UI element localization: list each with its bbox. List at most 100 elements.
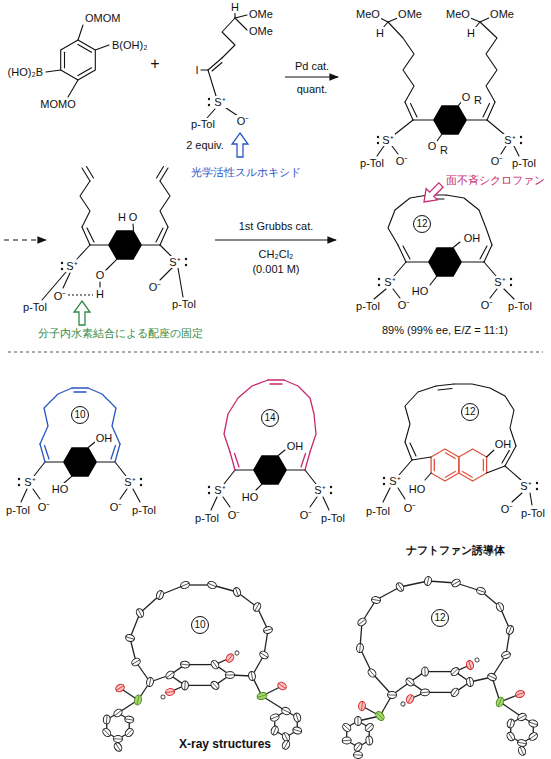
ring-size-circle: 12 [461, 403, 479, 421]
thermal-ellipsoid [506, 718, 515, 728]
hollow-arrow [232, 133, 248, 157]
thermal-ellipsoid [365, 736, 373, 746]
coupling-product [377, 17, 519, 156]
atom-label: MeO [445, 8, 471, 21]
atom-label: B(OH)₂ [111, 39, 148, 52]
reaction-condition: CH₂Cl₂ [258, 248, 295, 261]
atom-label: OH [463, 232, 482, 245]
thermal-ellipsoid [450, 578, 461, 588]
plus-sign: + [149, 55, 160, 73]
thermal-ellipsoid [234, 650, 240, 656]
atom-label: O⁻ [148, 281, 163, 294]
thermal-ellipsoid [528, 719, 539, 728]
atom-label: S⁺ [519, 480, 532, 493]
ring-size-number: 10 [74, 410, 85, 420]
thermal-ellipsoid [353, 751, 362, 758]
thermal-ellipsoid [486, 672, 497, 682]
reaction-condition: 2 equiv. [185, 139, 225, 152]
atom-label: S⁺ [383, 276, 396, 289]
ring-size-number: 14 [264, 413, 275, 423]
thermal-ellipsoid [281, 739, 291, 750]
multistep-arrow [4, 239, 46, 240]
thermal-ellipsoid [155, 590, 164, 601]
thermal-ellipsoid [528, 731, 539, 742]
reaction-condition: 89% (99% ee, E/Z = 11:1) [381, 324, 509, 337]
atom-label: S⁺ [313, 484, 326, 497]
reaction-arrow [285, 76, 338, 77]
atom-label: p-Tol [320, 512, 346, 525]
atom-label: HO [51, 483, 70, 496]
ring-size-circle: 12 [431, 609, 449, 627]
atom-label: O⁻ [109, 501, 124, 514]
atom-label: O⁻ [37, 501, 52, 514]
reaction-arrow [215, 239, 336, 240]
thermal-ellipsoid [125, 633, 136, 642]
cyclophane-14 [211, 450, 329, 510]
atom-label: O⁻ [480, 299, 495, 312]
annotation-label: 分子内水素結合による配座の固定 [37, 327, 204, 341]
reaction-condition: (0.001 M) [251, 263, 300, 276]
hollow-arrow [418, 179, 446, 207]
atom-label: OH [286, 440, 305, 453]
atom-label: S⁺ [65, 260, 78, 273]
thermal-ellipsoid [424, 576, 433, 586]
ring-size-number: 10 [194, 620, 205, 630]
thermal-ellipsoid [495, 601, 505, 612]
atom-label: p-Tol [131, 504, 157, 517]
thermal-ellipsoid [164, 670, 175, 681]
thermal-ellipsoid [449, 666, 460, 677]
atom-label: O⁻ [395, 155, 410, 168]
atom-label: p-Tol [190, 118, 216, 131]
atom-label: S⁺ [493, 276, 506, 289]
thermal-ellipsoid [248, 671, 256, 681]
ring-size-circle: 10 [71, 406, 89, 424]
xray-bond [400, 581, 428, 587]
atom-label: p-Tol [171, 298, 197, 311]
thermal-ellipsoid [209, 680, 220, 691]
thermal-ellipsoid [232, 587, 241, 598]
thermal-ellipsoid [358, 701, 366, 711]
thermal-ellipsoid [353, 741, 364, 752]
atom-label: OMe [397, 8, 423, 21]
ring-size-number: 12 [464, 407, 475, 417]
atom-label: O⁻ [500, 503, 515, 516]
atom-label: S⁺ [213, 484, 226, 497]
atom-label: p-Tol [5, 504, 31, 517]
thermal-ellipsoid [371, 596, 381, 604]
atom-label: S⁺ [381, 134, 394, 147]
atom-label: p-Tol [22, 301, 48, 314]
thermal-ellipsoid [475, 658, 480, 663]
thermal-ellipsoid [293, 712, 302, 723]
thermal-ellipsoid [501, 650, 512, 660]
atom-label: H [230, 1, 240, 14]
hollow-arrow [74, 301, 90, 325]
thermal-ellipsoid [252, 601, 262, 612]
thermal-ellipsoid [146, 677, 155, 687]
cyclophane-product [374, 195, 514, 299]
atom-label: p-Tol [520, 507, 546, 520]
thermal-ellipsoid [161, 695, 165, 699]
thermal-ellipsoid [124, 715, 134, 723]
thermal-ellipsoid [269, 713, 280, 723]
thermal-ellipsoid [114, 683, 125, 693]
thermal-ellipsoid [135, 607, 145, 618]
atom-label: HO [408, 483, 427, 496]
thermal-ellipsoid [355, 716, 362, 725]
atom-label: OMe [489, 8, 515, 21]
atom-label: S⁺ [213, 96, 226, 109]
atom-label: OH [494, 438, 513, 451]
thermal-ellipsoid [517, 739, 527, 747]
reaction-condition: quant. [296, 83, 329, 96]
thermal-ellipsoid [405, 693, 415, 704]
macrocycle-10 [40, 388, 120, 462]
figure-caption: X-ray structures [178, 737, 272, 751]
atom-label: O⁻ [403, 502, 418, 515]
thermal-ellipsoid [476, 586, 487, 595]
thermal-ellipsoid [465, 660, 474, 671]
atom-label: H [117, 211, 127, 224]
xray-structures [101, 576, 539, 759]
thermal-ellipsoid [180, 661, 190, 669]
thermal-ellipsoid [517, 746, 527, 757]
thermal-ellipsoid [420, 689, 430, 697]
